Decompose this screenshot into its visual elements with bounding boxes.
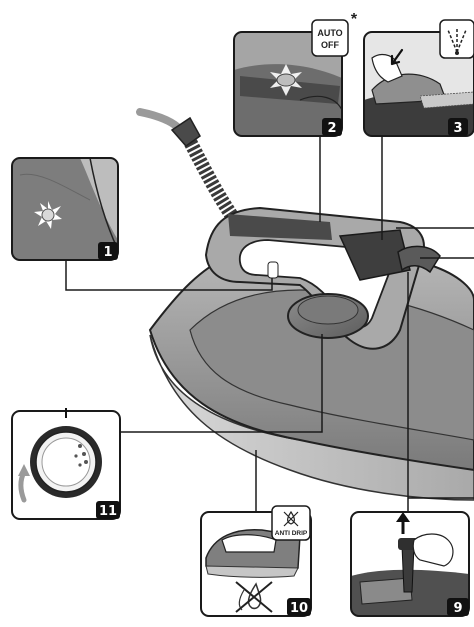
leader-line-11 bbox=[120, 334, 323, 433]
number-tag-1 bbox=[98, 242, 118, 260]
callout-number-2: 2 bbox=[327, 121, 336, 136]
light-indicator bbox=[267, 261, 279, 279]
auto-off-line1: AUTO bbox=[317, 28, 342, 38]
callout-11: 11 bbox=[11, 408, 121, 520]
leader-line-1 bbox=[65, 260, 273, 291]
no-drip-icon bbox=[235, 581, 273, 613]
callout-number-11: 11 bbox=[99, 504, 117, 519]
press-arrow-icon bbox=[390, 48, 404, 66]
cord-strain-relief bbox=[179, 130, 242, 226]
number-tag-2 bbox=[322, 118, 342, 136]
callout-1: 1 bbox=[11, 157, 119, 261]
spray-button bbox=[397, 245, 441, 274]
anti-drip-label: ANTI DRIP bbox=[275, 530, 308, 537]
auto-off-badge: AUTO OFF bbox=[311, 19, 349, 57]
callout-lines bbox=[65, 136, 474, 512]
callout-number-10: 10 bbox=[290, 601, 308, 616]
callout-2: 2 AUTO OFF * bbox=[233, 11, 358, 137]
callout-3: 3 bbox=[363, 19, 474, 137]
number-tag-9 bbox=[447, 598, 469, 616]
water-tank bbox=[189, 289, 474, 441]
callout-9: 9 bbox=[350, 511, 470, 617]
number-tag-10 bbox=[287, 598, 311, 616]
callout-number-9: 9 bbox=[453, 601, 462, 616]
anti-drip-icon bbox=[283, 510, 299, 527]
callout-number-3: 3 bbox=[453, 121, 462, 136]
steam-button-housing bbox=[338, 229, 411, 281]
light-indicator-icon bbox=[270, 64, 302, 96]
callout-number-1: 1 bbox=[103, 245, 112, 260]
auto-off-line2: OFF bbox=[321, 40, 339, 50]
soleplate bbox=[149, 334, 474, 501]
spray-badge-icon bbox=[439, 19, 474, 59]
iron-illustration bbox=[136, 108, 474, 501]
hand-icon bbox=[412, 533, 454, 567]
anti-drip-badge: ANTI DRIP bbox=[271, 505, 311, 541]
callout-10: ANTI DRIP 10 bbox=[200, 505, 312, 617]
asterisk: * bbox=[351, 11, 358, 28]
number-tag-3 bbox=[448, 118, 468, 136]
anti-calc-pin bbox=[401, 545, 415, 593]
number-tag-11 bbox=[96, 501, 120, 519]
steam-burst-icon bbox=[34, 201, 62, 229]
